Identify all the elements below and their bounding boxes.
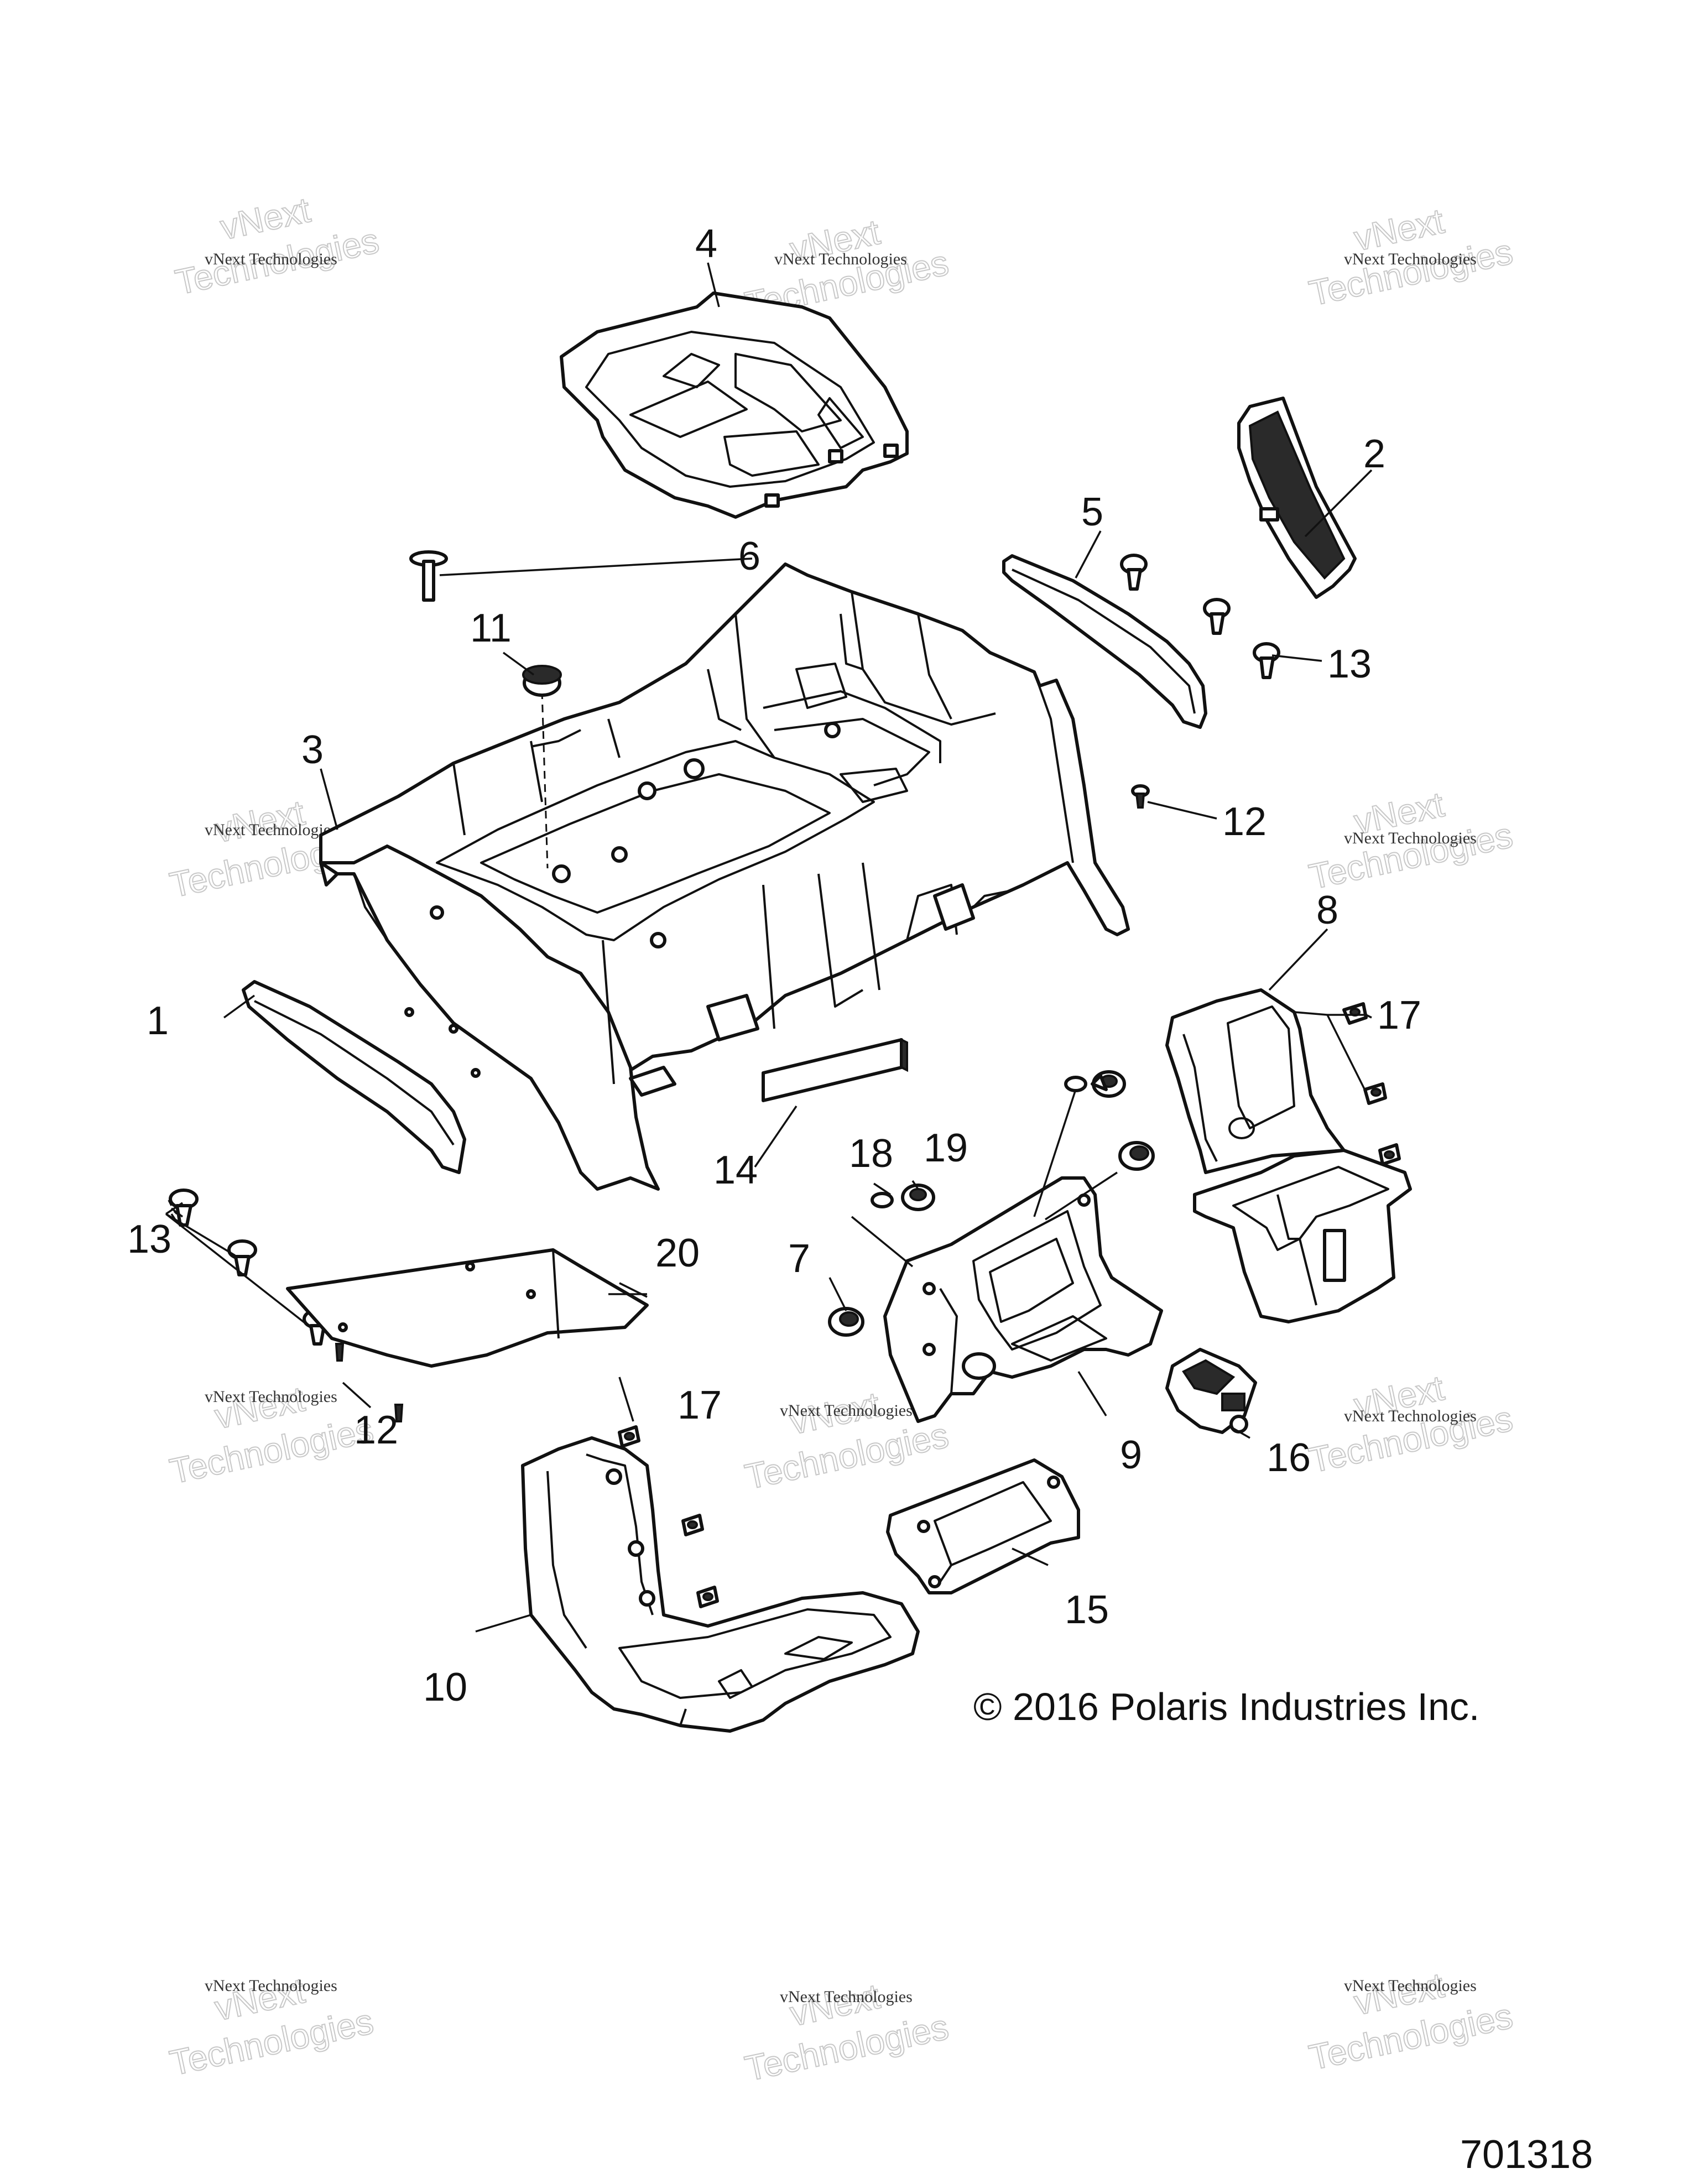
callout-2: 2 <box>1363 432 1385 476</box>
part-14-foam <box>762 1038 908 1102</box>
part-4-cover <box>560 291 909 519</box>
watermark-small: vNext Technologies <box>205 1388 337 1406</box>
watermark-top-left: vNext Technologies <box>171 189 383 303</box>
callout-18: 18 <box>849 1132 893 1176</box>
part-16-latch <box>1165 1348 1257 1434</box>
watermark-small: vNext Technologies <box>780 1401 913 1420</box>
part-9-tray <box>883 1176 1163 1423</box>
callout-11: 11 <box>470 606 512 650</box>
part-17-bolts-lower <box>618 1425 719 1608</box>
part-1-trim <box>242 980 466 1174</box>
part-15-cover <box>886 1458 1080 1594</box>
part-5-trim <box>1002 554 1207 729</box>
leader-11-dashed <box>541 691 549 869</box>
callout-7: 7 <box>788 1237 810 1281</box>
leader-lines <box>165 262 1373 1633</box>
watermark-small: vNext Technologies <box>205 1977 337 1995</box>
callout-1: 1 <box>147 999 169 1043</box>
part-11-grommet <box>522 665 562 697</box>
watermark-small: vNext Technologies <box>1344 1407 1477 1425</box>
callout-4: 4 <box>695 222 717 266</box>
callout-6: 6 <box>738 534 760 578</box>
callout-8: 8 <box>1316 888 1338 932</box>
callout-17-lower: 17 <box>677 1383 722 1427</box>
watermark-small: vNext Technologies <box>780 1988 913 2006</box>
callout-12-lower: 12 <box>354 1408 398 1452</box>
watermark-low-left: vNext Technologies <box>166 1378 377 1492</box>
watermark-small: vNext Technologies <box>1344 829 1477 847</box>
callout-15: 15 <box>1065 1588 1109 1632</box>
part-3-cargo-box <box>319 562 1130 1191</box>
part-17-bolts-upper <box>1342 1002 1401 1166</box>
part-18-washer <box>871 1076 1087 1208</box>
figure-number: 701318 <box>1460 2133 1593 2177</box>
callout-12-upper: 12 <box>1222 800 1267 844</box>
part-12-screws-lower <box>335 1343 404 1422</box>
part-10-bracket <box>521 1436 920 1733</box>
callout-labels: 4 2 5 6 11 13 3 12 8 1 17 14 18 19 13 20… <box>127 222 1421 1709</box>
watermark-small: vNext Technologies <box>774 250 907 268</box>
callout-19: 19 <box>924 1126 968 1170</box>
callout-9: 9 <box>1120 1433 1142 1477</box>
callout-14: 14 <box>713 1148 758 1192</box>
part-6-pin <box>409 550 448 602</box>
callout-13-right: 13 <box>1327 642 1372 686</box>
callout-17-upper: 17 <box>1377 993 1421 1038</box>
callout-3: 3 <box>301 728 324 772</box>
part-13-screws-left <box>169 1189 332 1346</box>
watermark-small: vNext Technologies <box>1344 250 1477 268</box>
part-2-grille <box>1237 397 1357 599</box>
watermark-small: vNext Technologies <box>205 250 337 268</box>
watermark-bottom-center: vNext Technologies <box>741 1975 952 2089</box>
callout-16: 16 <box>1267 1436 1311 1480</box>
part-12-screw-upper <box>1131 784 1150 809</box>
watermark-bottom-right: vNext Technologies <box>1305 1964 1516 2078</box>
callout-10: 10 <box>423 1665 467 1709</box>
callout-5: 5 <box>1081 490 1103 534</box>
leader-13-left <box>168 1200 173 1206</box>
watermark-small: vNext Technologies <box>205 821 337 839</box>
part-7-grommet <box>828 1141 1155 1337</box>
watermark-small: vNext Technologies <box>1344 1977 1477 1995</box>
watermark-top-right: vNext Technologies <box>1305 200 1516 314</box>
part-13-screws-right <box>1120 554 1280 679</box>
callout-20: 20 <box>655 1231 700 1275</box>
part-20-shield <box>286 1248 649 1368</box>
part-19-nut <box>901 1070 1126 1211</box>
part-8-battery-box <box>1165 988 1412 1323</box>
copyright-notice: © 2016 Polaris Industries Inc. <box>973 1685 1479 1728</box>
callout-13-left: 13 <box>127 1217 171 1262</box>
